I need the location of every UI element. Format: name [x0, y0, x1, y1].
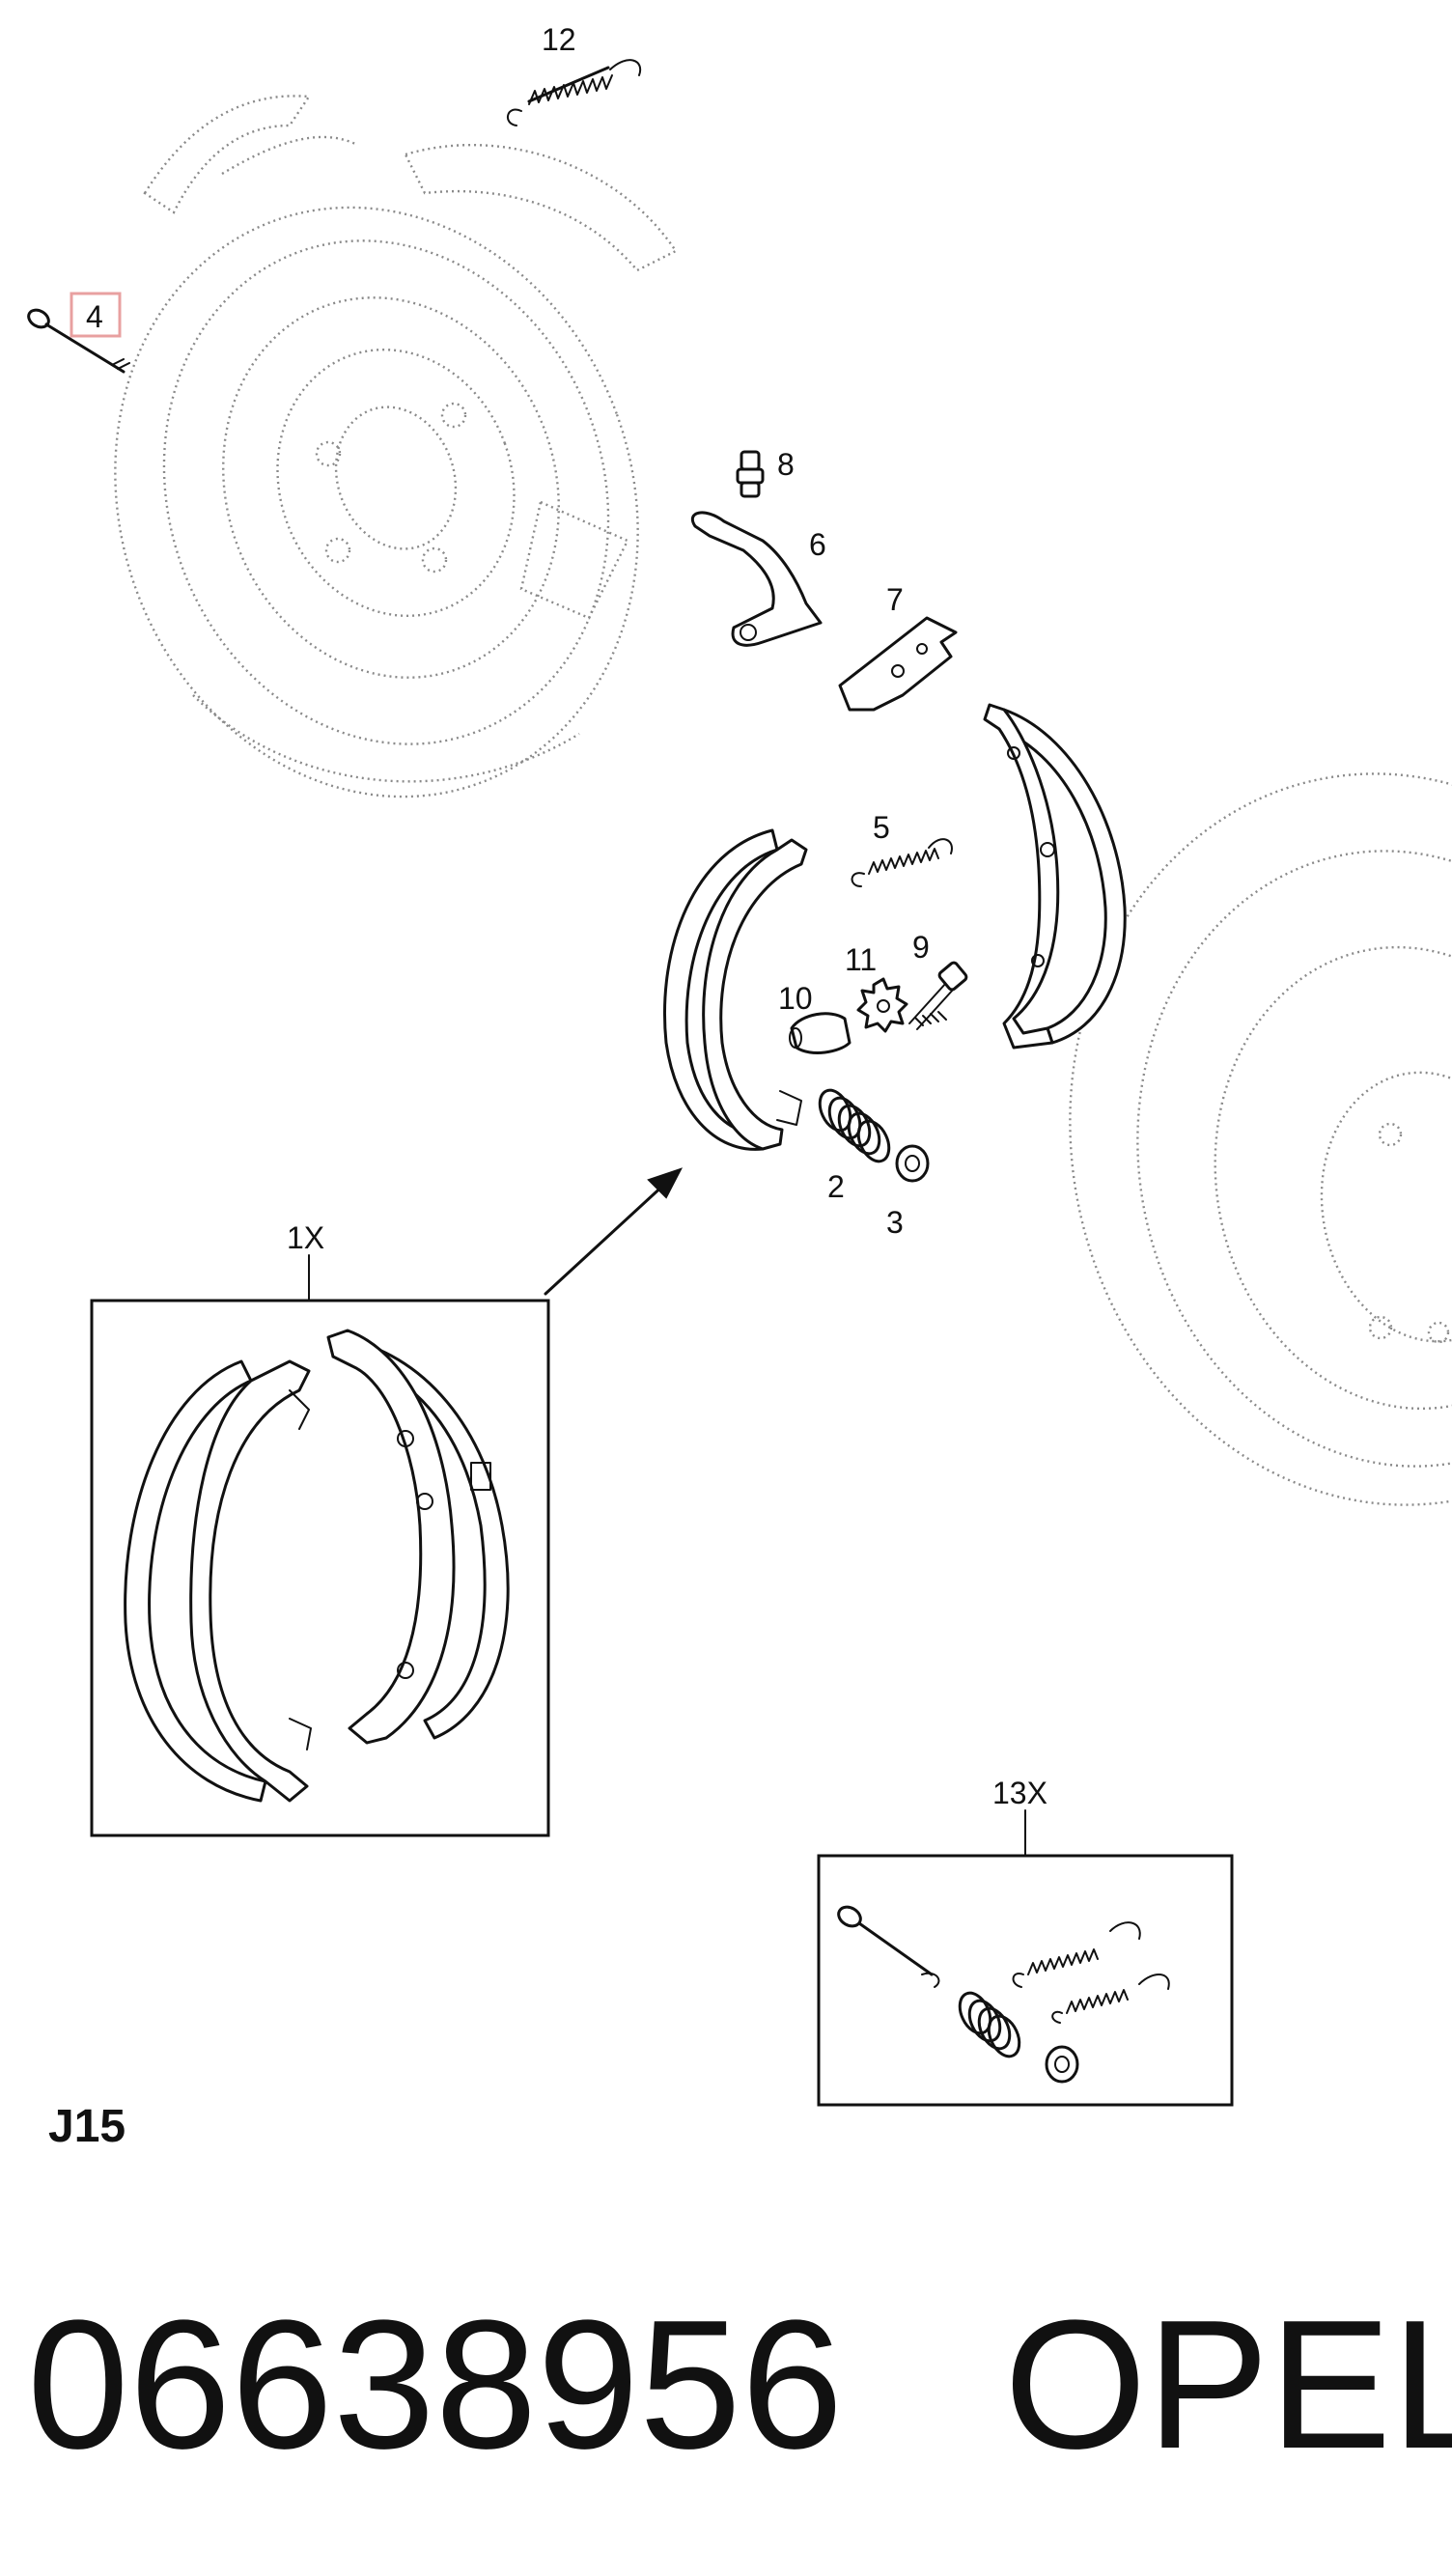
part-3-washer: [895, 1144, 930, 1183]
brake-drum-ghost: [1069, 772, 1452, 1506]
part-7-adjuster-plate: [838, 616, 958, 712]
part-6-lever: [691, 511, 823, 647]
part-11-star-wheel: [856, 977, 908, 1033]
callout-6: 6: [809, 527, 826, 562]
part-8-bleed-screw: [736, 450, 765, 498]
callout-9: 9: [912, 930, 930, 965]
callout-5: 5: [873, 810, 890, 845]
left-brake-shoe: [663, 828, 808, 1151]
callout-11: 11: [845, 942, 877, 977]
part-5-spring: [851, 838, 953, 887]
section-code: J15: [48, 2101, 126, 2152]
callout-8: 8: [777, 447, 795, 482]
right-brake-shoe: [983, 703, 1127, 1050]
hardware-kit-box: [817, 1809, 1234, 2107]
callout-1x: 1X: [287, 1220, 324, 1255]
shoe-kit-box: [90, 1254, 550, 1837]
callout-2: 2: [827, 1169, 845, 1204]
backing-plate-ghost: [114, 95, 678, 798]
part-12-spring: [507, 59, 642, 126]
kit-arrow: [544, 1167, 684, 1296]
callout-10: 10: [778, 981, 813, 1016]
part-9-screw: [908, 961, 968, 1030]
callout-3: 3: [886, 1205, 904, 1240]
part-4-pin: [27, 308, 130, 374]
brand-name: OPEL: [1004, 2282, 1452, 2487]
part-10-cap: [789, 1012, 852, 1054]
callout-4: 4: [86, 299, 103, 334]
part-2-coil-spring: [818, 1088, 891, 1163]
callout-7: 7: [886, 582, 904, 617]
callout-12: 12: [542, 22, 576, 57]
callout-13x: 13X: [992, 1776, 1047, 1810]
part-number: 06638956: [27, 2282, 843, 2487]
callout-4-highlight: [70, 292, 122, 338]
